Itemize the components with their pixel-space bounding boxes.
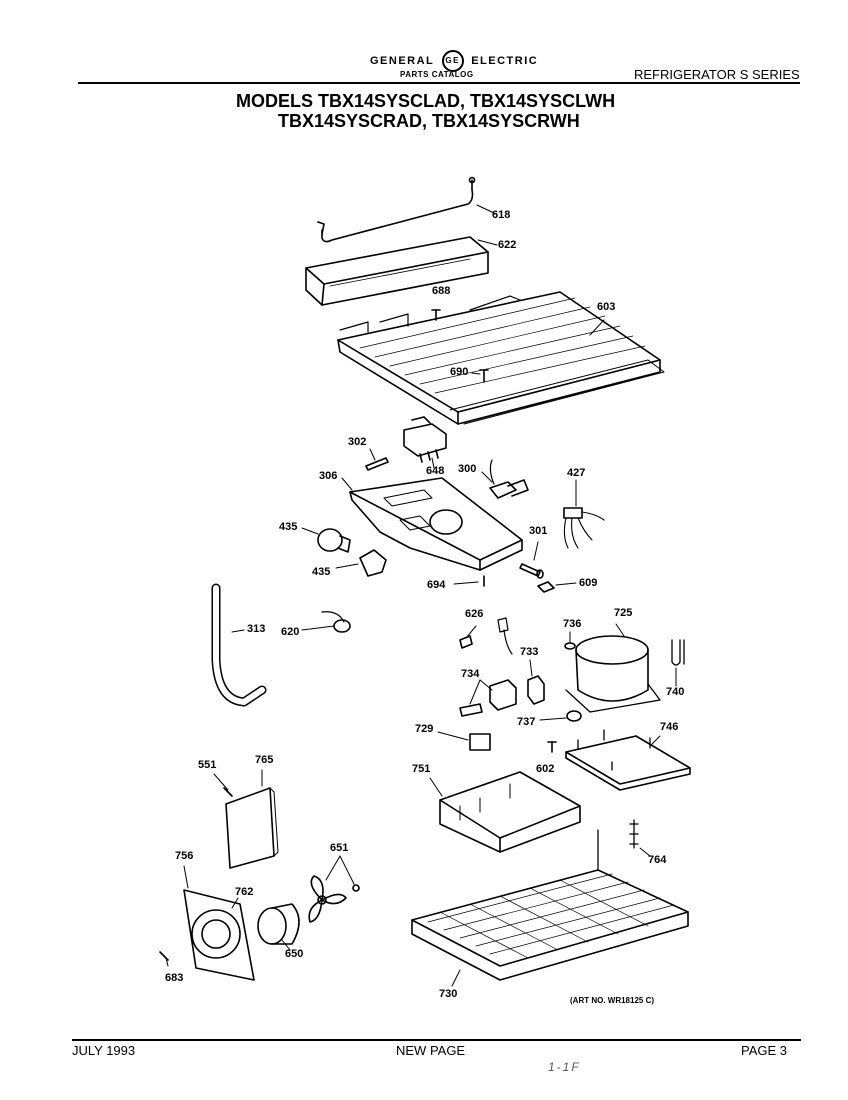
brand-left-text: GENERAL [370,54,435,67]
screw-drawing-690 [471,369,489,383]
handwritten-stamp: 1-1F [548,1060,581,1074]
cap-drawing-737 [539,710,582,722]
ge-logo-icon: GE [441,50,464,72]
callout-725: 725 [614,607,633,619]
callout-626: 626 [465,608,484,620]
housing-drawing-306 [341,477,523,571]
brand-right-text: ELECTRIC [471,54,539,67]
bulb-drawing-435 [301,527,351,553]
callout-688: 688 [432,285,451,297]
brand-name: GENERAL GE ELECTRIC [370,50,538,72]
callout-602: 602 [536,763,555,775]
clip-drawing-740 [671,639,685,687]
header-rule [78,82,800,84]
callout-313: 313 [247,623,266,635]
catalog-label: PARTS CATALOG [400,70,474,79]
callout-620: 620 [281,626,300,638]
grommet-drawing-736 [564,631,576,650]
callout-765: 765 [255,754,274,766]
footer-date: JULY 1993 [72,1043,136,1058]
callout-301: 301 [529,525,548,537]
models-title-line2: TBX14SYSCRAD, TBX14SYSCRWH [278,111,580,131]
rod-drawing-618 [317,176,497,243]
callout-683: 683 [165,972,184,984]
callout-762: 762 [235,886,254,898]
compressor-drawing-725 [565,623,661,713]
screw-drawing-301 [519,541,544,579]
callout-729: 729 [415,723,434,735]
callout-618: 618 [492,209,511,221]
callout-622: 622 [498,239,517,251]
footer-rule [72,1039,801,1041]
callout-764: 764 [648,854,667,866]
callout-650: 650 [285,948,304,960]
callout-746: 746 [660,721,679,733]
bracket-drawing-746 [565,729,691,791]
callout-694: 694 [427,579,446,591]
callout-740: 740 [666,686,685,698]
overload-drawing-734 [459,679,517,717]
callout-756: 756 [175,850,194,862]
cover-drawing-765 [225,769,279,869]
fan-blade-drawing-651 [308,855,360,923]
art-number: (ART NO. WR18125 C) [570,996,655,1005]
socket-drawing-300 [481,459,529,499]
callout-300: 300 [458,463,477,475]
series-label: REFRIGERATOR S SERIES [634,67,800,82]
callout-609: 609 [579,577,598,589]
clip-drawing-609 [537,581,577,593]
relay-drawing-733 [527,659,545,705]
screw-drawing-551 [213,773,233,797]
clamp-drawing-764 [629,819,651,857]
footer-page-number: PAGE 3 [741,1043,788,1058]
callout-651: 651 [330,842,349,854]
callout-603: 603 [597,301,616,313]
footer-page-status: NEW PAGE [396,1043,466,1058]
callout-648: 648 [426,465,445,477]
callout-751: 751 [412,763,431,775]
lead-drawing-626 [459,617,513,655]
callout-302: 302 [348,436,367,448]
callout-427: 427 [567,467,586,479]
screw-drawing-688 [431,309,441,321]
shelf-drawing-603 [337,291,665,425]
callout-551: 551 [198,759,217,771]
callout-733: 733 [520,646,539,658]
screw-drawing-694 [453,575,485,587]
pin-drawing-302 [365,448,389,471]
channel-drawing-622 [305,236,498,306]
screw-drawing-602 [547,741,557,753]
callout-736: 736 [563,618,582,630]
part-drawing-620 [301,611,351,633]
callout-730: 730 [439,988,458,1000]
grommet-drawing-762 [231,897,239,909]
shroud-drawing-756 [183,865,255,981]
motor-drawing-650 [257,903,300,951]
screw-drawing-683 [159,951,169,967]
models-title-line1: MODELS TBX14SYSCLAD, TBX14SYSCLWH [236,91,616,111]
relay-drawing-729 [437,731,491,751]
socket-drawing-435 [335,549,387,577]
harness-drawing-427 [563,479,605,549]
callout-734: 734 [461,668,480,680]
tube-drawing-313 [211,583,267,707]
tray-drawing-751 [429,771,581,853]
thermostat-drawing-648 [403,416,447,469]
callout-306: 306 [319,470,338,482]
condenser-drawing-730 [411,829,689,987]
callout-737: 737 [517,716,536,728]
callout-435-socket: 435 [312,566,331,578]
callout-690: 690 [450,366,469,378]
callout-435-bulb: 435 [279,521,298,533]
